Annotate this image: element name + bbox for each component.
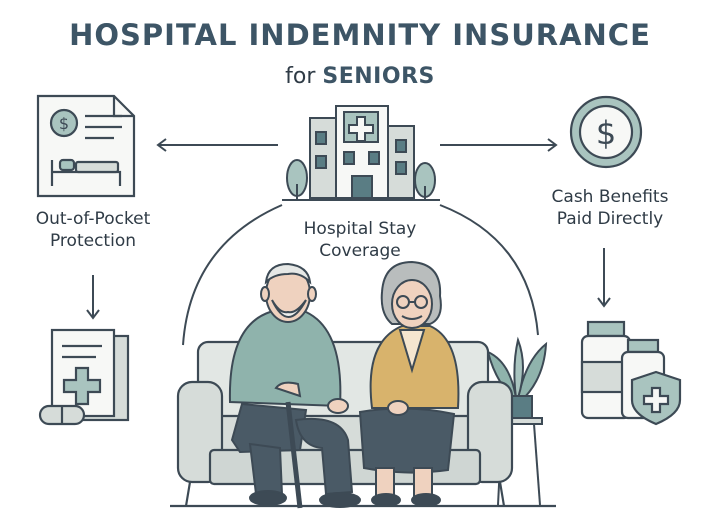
subtitle-emphasis: SENIORS [322,64,435,89]
cash-benefits-label: Cash Benefits Paid Directly [551,187,669,229]
hospital-bill-icon: $ [36,94,136,198]
arrow-right [440,138,558,152]
dollar-coin-icon: $ [569,95,643,169]
arrow-left [156,138,278,152]
svg-text:$: $ [59,114,69,133]
hospital-building-icon [282,105,440,201]
right-connector-arc [439,204,539,336]
left-connector-arc [182,204,283,346]
medicine-bottles-icon [580,320,682,426]
arrow-down-left [86,275,100,320]
page-subtitle: for SENIORS [0,64,720,89]
svg-text:$: $ [596,114,616,152]
subtitle-prefix: for [285,64,316,89]
medical-document-icon [38,328,130,426]
hospital-stay-label: Hospital Stay Coverage [303,219,417,261]
page-title: HOSPITAL INDEMNITY INSURANCE [69,18,651,52]
out-of-pocket-label: Out-of-Pocket Protection [35,209,151,251]
elderly-man-figure [228,262,361,509]
arrow-down-right [597,248,611,308]
elderly-woman-figure [358,260,460,507]
